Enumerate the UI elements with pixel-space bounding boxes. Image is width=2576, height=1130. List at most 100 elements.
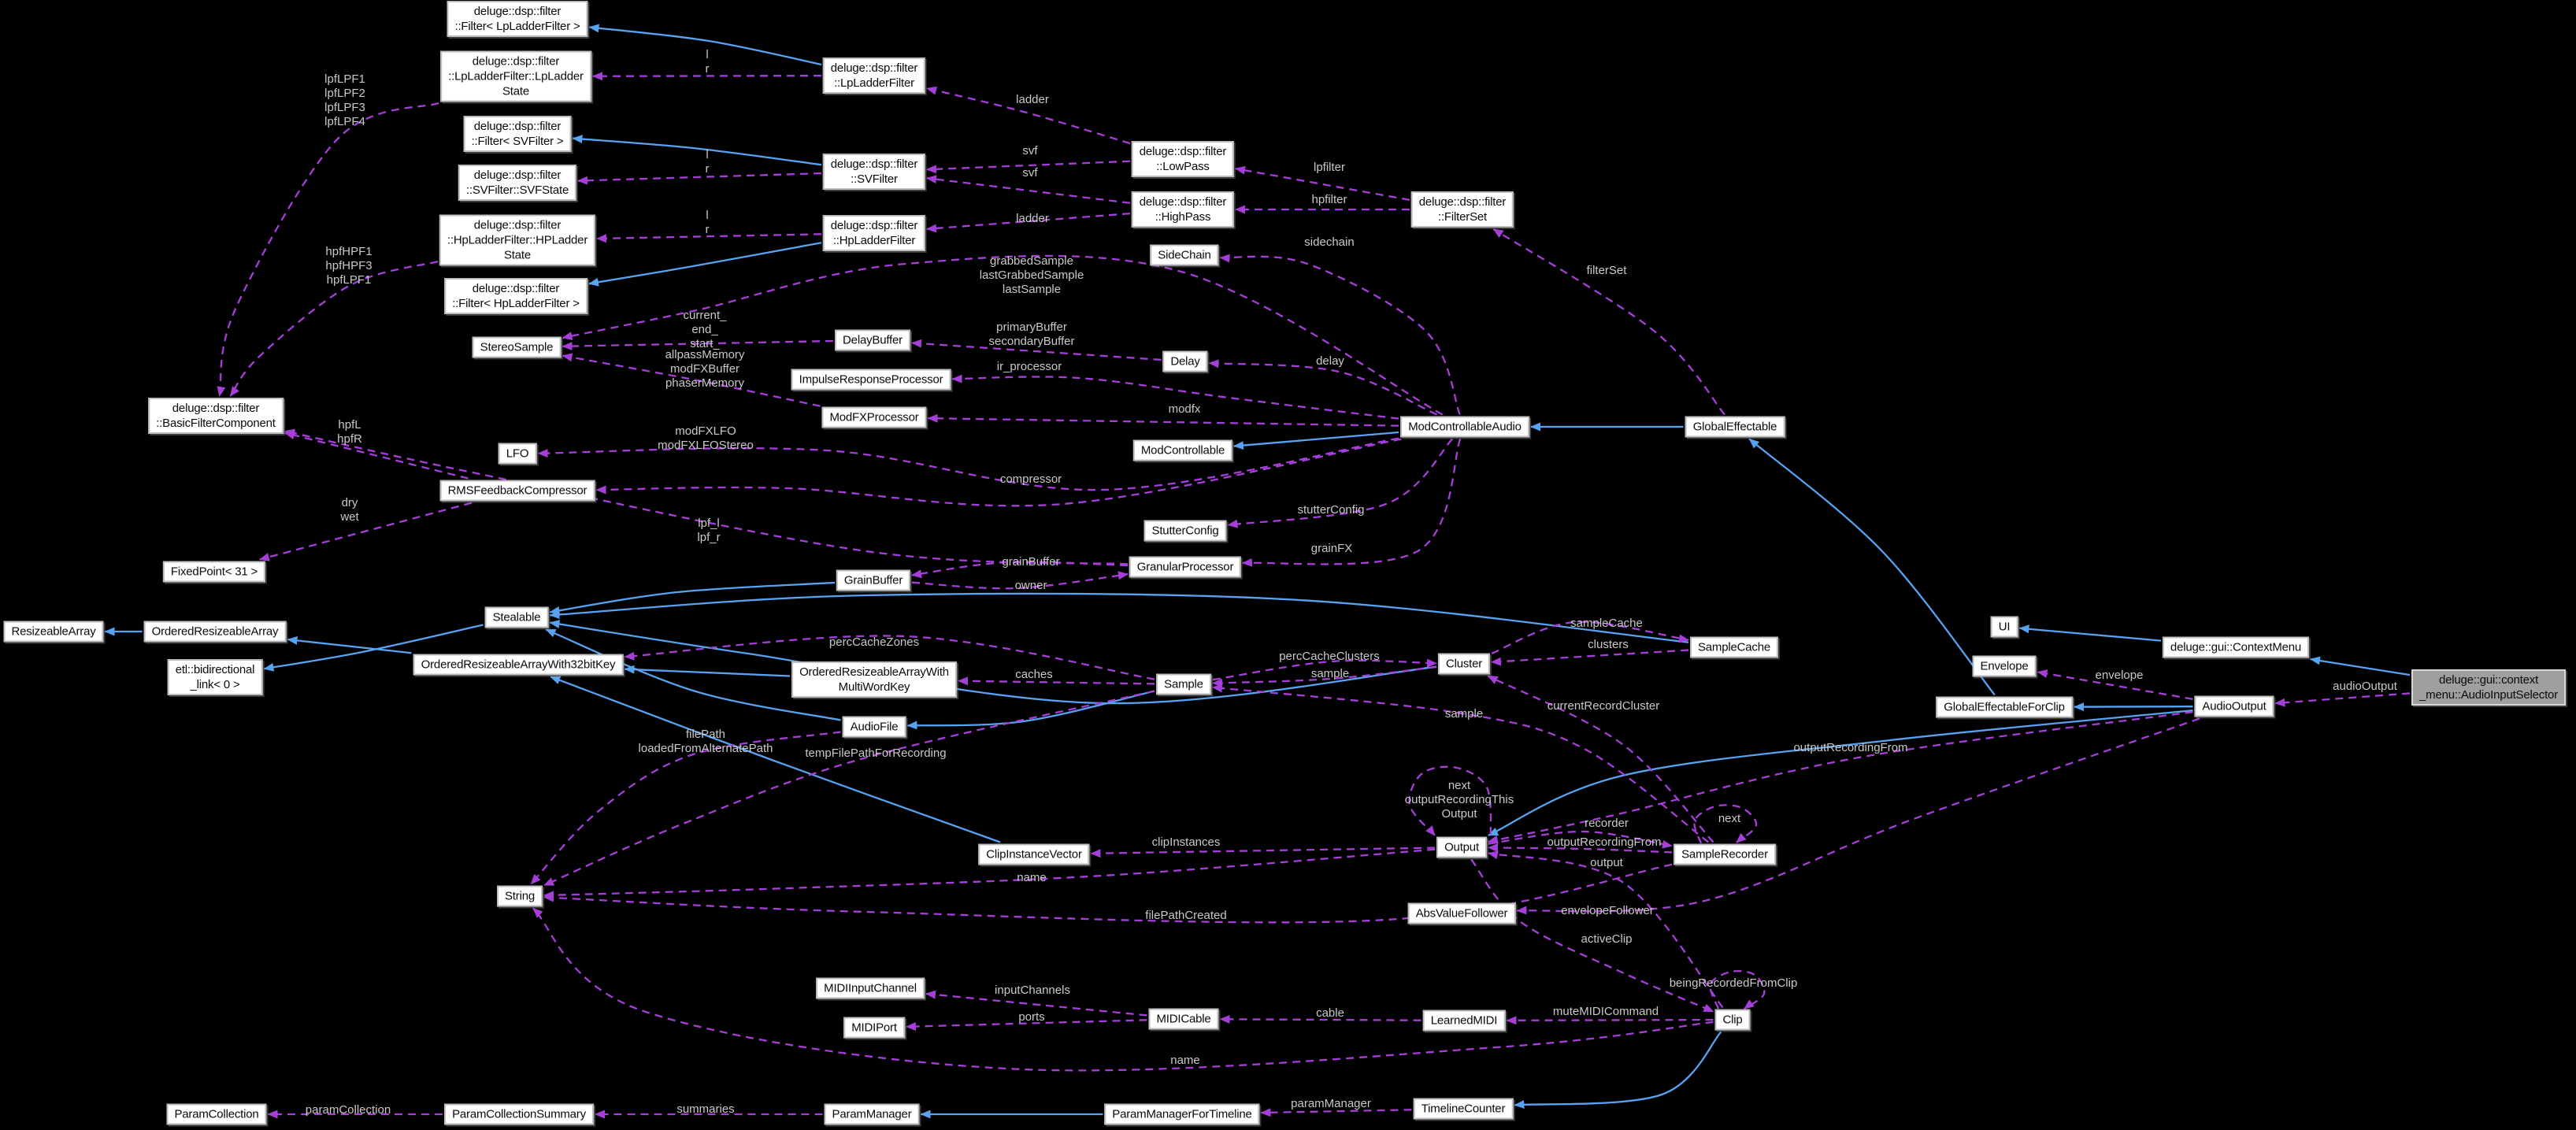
node-hpladder_state[interactable]: deluge::dsp::filter ::HpLadderFilter::HP… (439, 214, 596, 266)
node-lpladder_filter[interactable]: deluge::dsp::filter ::LpLadderFilter (822, 57, 926, 94)
node-highpass[interactable]: deluge::dsp::filter ::HighPass (1131, 191, 1235, 228)
node-timelinecounter[interactable]: TimelineCounter (1413, 1098, 1514, 1120)
node-audiooutput[interactable]: AudioOutput (2194, 695, 2274, 717)
node-civ[interactable]: ClipInstanceVector (978, 843, 1090, 865)
node-grainbuffer[interactable]: GrainBuffer (836, 569, 911, 591)
edge-audiofile-to-string_n (530, 731, 841, 885)
node-hpladder_filter[interactable]: deluge::dsp::filter ::HpLadderFilter (822, 215, 926, 251)
node-midicable[interactable]: MIDICable (1148, 1008, 1219, 1030)
node-ora32[interactable]: OrderedResizeableArrayWith32bitKey (413, 654, 624, 676)
node-lpladder_state[interactable]: deluge::dsp::filter ::LpLadderFilter::Lp… (440, 50, 591, 102)
edge-cluster-to-sample_n (1212, 665, 1437, 687)
edge-mca-to-delay_n (1208, 359, 1438, 416)
edge-self-loop-64 (1408, 765, 1492, 836)
node-avf[interactable]: AbsValueFollower (1407, 902, 1516, 924)
node-globaleffectable[interactable]: GlobalEffectable (1685, 416, 1785, 438)
edge-clip-to-string_n (532, 907, 1714, 1072)
node-midiinputchannel[interactable]: MIDIInputChannel (816, 977, 925, 999)
edge-lpladder_filter-to-filter_lpladder (588, 24, 822, 66)
edge-clip-to-output_n (1488, 850, 1724, 1009)
node-rms[interactable]: RMSFeedbackCompressor (439, 480, 595, 502)
node-lfo[interactable]: LFO (498, 443, 537, 465)
edge-midicable-to-midiport (906, 1019, 1147, 1032)
node-ais[interactable]: deluge::gui::context _menu::AudioInputSe… (2411, 669, 2566, 706)
edge-samplecache-to-stealable (549, 592, 1689, 643)
edge-lowpass-to-lpladder_filter (926, 86, 1131, 145)
edge-audiofile-to-stealable (545, 628, 841, 721)
edge-cluster-to-samplecache (1491, 621, 1689, 654)
edge-filterset-to-lowpass (1235, 165, 1410, 202)
edge-output_n-to-string_n (543, 848, 1436, 900)
node-cluster[interactable]: Cluster (1437, 653, 1491, 675)
node-mca[interactable]: ModControllableAudio (1400, 416, 1529, 438)
node-stutterconfig[interactable]: StutterConfig (1143, 520, 1227, 542)
node-samplerecorder[interactable]: SampleRecorder (1673, 843, 1776, 865)
node-modfxprocessor[interactable]: ModFXProcessor (821, 406, 927, 428)
edge-granular-to-grainbuffer (911, 561, 1129, 579)
edge-samplerecorder-to-sample_n (1212, 684, 1710, 843)
node-fixedpoint[interactable]: FixedPoint< 31 > (162, 561, 266, 583)
edge-oramwk-to-ora32 (624, 665, 791, 677)
node-gefc[interactable]: GlobalEffectableForClip (1936, 696, 2073, 718)
node-ora[interactable]: OrderedResizeableArray (143, 621, 287, 643)
edge-grainbuffer-to-granular (911, 571, 1129, 590)
edge-lowpass-to-svfilter (926, 160, 1131, 174)
node-samplecache[interactable]: SampleCache (1689, 636, 1779, 658)
node-delaybuffer[interactable]: DelayBuffer (835, 329, 910, 351)
edge-granular-to-bfc (284, 428, 1129, 565)
edge-clip-to-timelinecounter (1514, 1031, 1722, 1109)
node-irp[interactable]: ImpulseResponseProcessor (791, 369, 951, 391)
node-paramcollection[interactable]: ParamCollection (166, 1103, 267, 1125)
edge-mca-to-modcontrollable (1233, 431, 1399, 450)
edge-mca-to-modfxprocessor (927, 413, 1399, 427)
edge-mca-to-irp (951, 374, 1399, 420)
edge-hpladder_filter-to-hpladder_state (596, 233, 822, 243)
node-modcontrollable[interactable]: ModControllable (1132, 439, 1233, 461)
node-bfc[interactable]: deluge::dsp::filter ::BasicFilterCompone… (148, 398, 284, 434)
node-oramwk[interactable]: OrderedResizeableArrayWith MultiWordKey (791, 661, 957, 698)
edge-cluster-to-stealable (549, 620, 1437, 705)
node-filter_svf[interactable]: deluge::dsp::filter ::Filter< SVFilter > (463, 116, 572, 152)
node-granular[interactable]: GranularProcessor (1129, 556, 1242, 578)
node-sample_n[interactable]: Sample (1156, 673, 1211, 695)
node-pmft[interactable]: ParamManagerForTimeline (1104, 1103, 1260, 1125)
node-string_n[interactable]: String (497, 885, 543, 907)
node-resizeablearray[interactable]: ResizeableArray (3, 621, 104, 643)
node-filter_lpladder[interactable]: deluge::dsp::filter ::Filter< LpLadderFi… (447, 1, 588, 37)
edge-svfilter-to-filter_svf (572, 135, 822, 166)
node-output_n[interactable]: Output (1436, 836, 1487, 858)
edge-self-loop-74 (1709, 969, 1766, 1010)
edge-clip-to-learnedmidi (1506, 1016, 1714, 1025)
node-lowpass[interactable]: deluge::dsp::filter ::LowPass (1131, 141, 1235, 177)
edge-ais-to-audiooutput (2274, 692, 2411, 707)
node-svfilter[interactable]: deluge::dsp::filter ::SVFilter (822, 154, 926, 190)
node-contextmenu[interactable]: deluge::gui::ContextMenu (2162, 636, 2310, 658)
node-delay_n[interactable]: Delay (1162, 350, 1208, 372)
edge-output_n-to-clip (1470, 858, 1714, 1013)
node-etl[interactable]: etl::bidirectional _link< 0 > (167, 659, 263, 695)
node-audiofile[interactable]: AudioFile (842, 716, 906, 738)
edge-samplerecorder-to-string_n (543, 863, 1673, 924)
node-envelope_n[interactable]: Envelope (1972, 655, 2037, 677)
node-parammanager[interactable]: ParamManager (824, 1103, 920, 1125)
node-filter_hpladder[interactable]: deluge::dsp::filter ::Filter< HpLadderFi… (444, 278, 587, 314)
node-midiport[interactable]: MIDIPort (843, 1017, 905, 1039)
node-clip[interactable]: Clip (1714, 1009, 1751, 1031)
node-ui[interactable]: UI (1990, 616, 2018, 638)
node-sidechain_n[interactable]: SideChain (1150, 244, 1219, 266)
edge-audiooutput-to-output_n (1488, 709, 2193, 836)
edge-audiooutput-to-gefc (2074, 702, 2193, 712)
node-stereosample[interactable]: StereoSample (472, 336, 562, 358)
node-stealable[interactable]: Stealable (484, 606, 549, 628)
node-svf_state[interactable]: deluge::dsp::filter ::SVFilter::SVFState (458, 165, 577, 201)
node-filterset[interactable]: deluge::dsp::filter ::FilterSet (1410, 191, 1514, 228)
edge-audiooutput-to-envelope_n (2037, 669, 2193, 700)
node-pcs[interactable]: ParamCollectionSummary (444, 1103, 594, 1125)
node-learnedmidi[interactable]: LearnedMIDI (1422, 1010, 1506, 1032)
edge-ais-to-contextmenu (2310, 656, 2411, 676)
edge-hpladder_filter-to-filter_hpladder (588, 242, 822, 287)
edge-svfilter-to-svf_state (577, 172, 822, 185)
edge-sample_n-to-cluster (1212, 658, 1437, 681)
edge-hpladder_state-to-bfc (229, 261, 439, 397)
